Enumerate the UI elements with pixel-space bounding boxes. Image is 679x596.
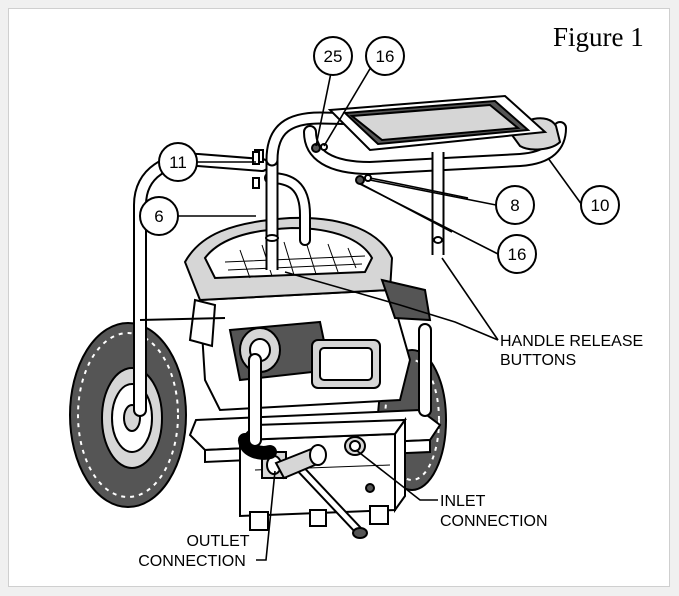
outlet-wand [274, 436, 368, 539]
inlet-label-line1: INLET [440, 493, 486, 510]
inlet-label-line2: CONNECTION [440, 513, 548, 530]
handle-release-label-line1: HANDLE RELEASE [500, 333, 643, 350]
figure-title: Figure 1 [553, 22, 644, 52]
callout-10: 10 [580, 185, 620, 225]
callout-10-label: 10 [591, 196, 610, 215]
callout-11: 11 [158, 142, 198, 182]
callout-25-label: 25 [324, 47, 343, 66]
callout-16-top-label: 16 [376, 47, 395, 66]
callout-8-label: 8 [510, 196, 519, 215]
outlet-label-line1: OUTLET [186, 533, 249, 550]
callout-16-lower: 16 [359, 183, 537, 274]
handle-release-label-line2: BUTTONS [500, 352, 576, 369]
callout-16-top: 16 [365, 36, 405, 76]
callout-16-lower-label: 16 [508, 245, 527, 264]
left-wheel [69, 322, 187, 508]
engine [183, 216, 432, 412]
callout-6-label: 6 [154, 207, 163, 226]
callout-25: 25 [313, 36, 353, 76]
outlet-label-line2: CONNECTION [138, 553, 246, 570]
handle-assembly [252, 94, 567, 270]
pump-block [237, 416, 407, 531]
callout-6: 6 [139, 196, 179, 236]
callout-11-label: 11 [169, 153, 187, 172]
callout-8: 8 [369, 179, 535, 225]
